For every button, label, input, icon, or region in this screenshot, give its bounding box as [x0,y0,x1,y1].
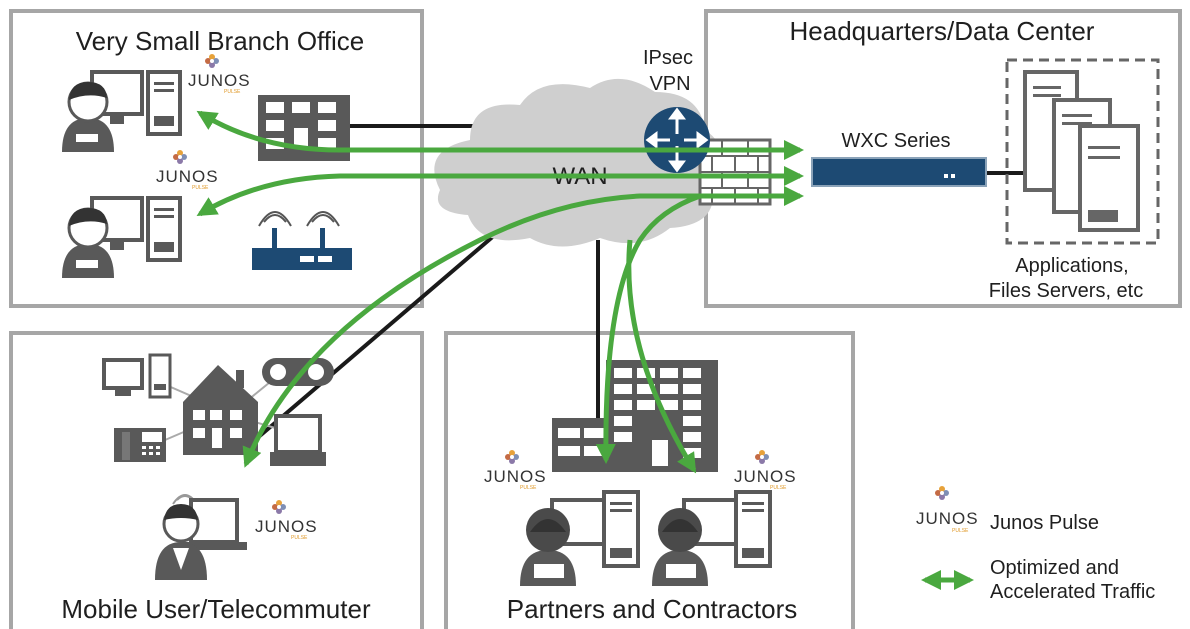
region-title-branch: Very Small Branch Office [76,26,365,56]
svg-text:PULSE: PULSE [291,535,308,541]
phone-icon [114,428,166,462]
svg-text:JUNOS: JUNOS [734,467,797,486]
legend-junos-pulse-icon: JUNOS PULSE [916,486,979,534]
junos-pulse-logo: JUNOS PULSE [188,54,251,95]
svg-text:PULSE: PULSE [520,485,537,491]
apps-label-1: Applications, [1015,255,1128,277]
traffic-arrows [196,110,804,474]
legend-junos-pulse-label: Junos Pulse [990,512,1099,534]
svg-text:JUNOS: JUNOS [916,509,979,528]
region-title-partners: Partners and Contractors [507,594,797,624]
junos-pulse-logo: JUNOS PULSE [255,500,318,541]
server-icon [1078,124,1140,232]
laptop-icon [270,414,326,466]
app-servers-group [1005,58,1160,245]
legend-traffic-label-1: Optimized and [990,557,1119,579]
region-title-mobile: Mobile User/Telecommuter [61,594,371,624]
junos-pulse-logo: JUNOS PULSE [484,450,547,491]
svg-text:PULSE: PULSE [770,485,787,491]
legend: JUNOS PULSE Junos Pulse Optimized and Ac… [916,486,1155,603]
junos-pulse-logo: JUNOS PULSE [734,450,797,491]
svg-text:JUNOS: JUNOS [188,71,251,90]
traffic-arrow-mobile [242,186,804,468]
traffic-arrow-partner2 [626,239,697,474]
vpn-router-icon [644,107,710,173]
svg-text:PULSE: PULSE [952,528,969,534]
mobile-user-icon [155,494,247,580]
svg-text:PULSE: PULSE [192,185,209,191]
svg-text:JUNOS: JUNOS [255,517,318,536]
legend-traffic-label-2: Accelerated Traffic [990,581,1155,603]
svg-text:PULSE: PULSE [224,89,241,95]
apps-label-2: Files Servers, etc [989,280,1143,302]
svg-text:JUNOS: JUNOS [156,167,219,186]
region-title-hq: Headquarters/Data Center [790,16,1095,46]
vpn-label-2: VPN [649,73,690,95]
home-computer-icon [102,353,172,399]
wxc-label: WXC Series [842,130,951,152]
game-controller-icon [262,358,334,386]
traffic-arrow-branch-user2 [196,166,804,217]
home-icon [183,365,258,455]
traffic-arrow-branch-user1 [196,110,804,160]
wxc-appliance-icon [811,157,987,187]
svg-text:JUNOS: JUNOS [484,467,547,486]
vpn-label-1: IPsec [643,47,693,69]
